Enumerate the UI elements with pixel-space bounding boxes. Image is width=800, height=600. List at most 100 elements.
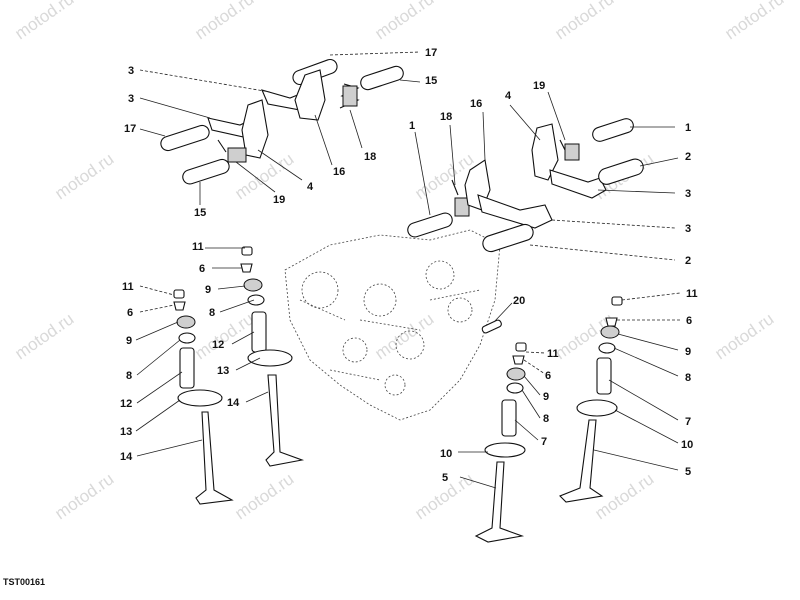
spring-retainer-9 [176,315,196,329]
callout-20: 20 [513,295,525,307]
watermark-text: motod.ru [11,0,77,43]
callout-4: 4 [307,181,314,193]
callout-6: 6 [545,370,551,382]
rocker-arm-3-middle [477,194,553,229]
callout-11: 11 [686,288,698,300]
valve-key-11 [515,342,527,352]
shim-13 [177,389,223,407]
callout-14: 14 [120,451,133,463]
valve-key-11 [241,246,253,256]
callout-4: 4 [505,90,512,102]
callout-8: 8 [126,370,132,382]
valve-seal-8 [598,342,616,354]
callout-7: 7 [685,416,691,428]
left-rocker-group [160,58,404,185]
callout-12: 12 [212,339,224,351]
valve-14 [195,411,234,505]
watermark-text: motod.ru [51,469,117,523]
rocker-arm-16-upper [294,69,326,121]
callout-13: 13 [217,365,229,377]
callout-16: 16 [333,166,345,178]
shim-10 [576,399,618,417]
watermark-text: motod.ru [711,309,777,363]
rocker-spring-18 [339,83,360,109]
callout-15: 15 [425,75,437,87]
rocker-shaft-17-lower [160,124,210,152]
rocker-shaft-1-middle [407,212,453,238]
callout-2: 2 [685,151,691,163]
valve-seal-8 [247,294,265,306]
callout-6: 6 [127,307,133,319]
callout-11: 11 [192,241,204,253]
callout-5: 5 [685,466,691,478]
callout-1: 1 [409,120,415,132]
callout-labels: 17 15 3 3 17 16 18 4 19 15 1 18 16 4 19 … [120,47,698,484]
callout-9: 9 [126,335,132,347]
valve-seal-8 [178,332,196,344]
shim-13 [247,349,293,367]
rocker-spring-19-left [217,139,247,163]
callout-10: 10 [681,439,693,451]
valve-assembly-right-2 [559,296,623,503]
watermark-text: motod.ru [371,0,437,43]
callout-18: 18 [364,151,376,163]
callout-8: 8 [209,307,215,319]
callout-7: 7 [541,436,547,448]
valve-guide-12 [179,347,195,389]
valve-seal-8 [506,382,524,394]
collet-6 [240,263,253,273]
rocker-shaft-1-right [592,118,634,142]
rocker-spring-18-right [451,179,470,217]
callout-6: 6 [686,315,692,327]
spring-retainer-9 [243,278,263,292]
callout-1: 1 [685,122,691,134]
dowel-pin-20 [481,319,502,334]
right-rocker-group [407,118,644,253]
callout-11: 11 [547,348,559,360]
rocker-arm-4-left [241,99,269,159]
collet-6 [173,301,186,311]
watermark-text: motod.ru [721,0,787,43]
rocker-spring-19-right [559,139,580,161]
rocker-shaft-2-middle [482,223,534,253]
shim-10 [484,442,526,458]
callout-17: 17 [425,47,437,59]
callout-11: 11 [122,281,134,293]
callout-9: 9 [205,284,211,296]
drawing-code-label: TST00161 [3,577,46,587]
cylinder-head-outline [284,229,501,421]
callout-5: 5 [442,472,448,484]
valve-guide-7 [596,357,612,395]
watermark-text: motod.ru [191,0,257,43]
callout-9: 9 [543,391,549,403]
spring-retainer-9 [506,367,526,381]
callout-15: 15 [194,207,206,219]
callout-10: 10 [440,448,452,460]
valve-guide-7 [501,399,517,437]
valve-guide-12 [251,311,267,353]
watermark-text: motod.ru [51,149,117,203]
valve-14 [265,374,305,467]
callout-14: 14 [227,397,240,409]
callout-19: 19 [533,80,545,92]
callout-8: 8 [685,372,691,384]
callout-16: 16 [470,98,482,110]
callout-6: 6 [199,263,205,275]
leader-lines [135,51,681,489]
watermark-text: motod.ru [11,309,77,363]
callout-17: 17 [124,123,136,135]
watermark-text: motod.ru [371,309,437,363]
callout-19: 19 [273,194,285,206]
callout-13: 13 [120,426,132,438]
callout-2: 2 [685,255,691,267]
callout-18: 18 [440,111,452,123]
watermark-text: motod.ru [191,309,257,363]
callout-8: 8 [543,413,549,425]
valve-key-11 [611,296,623,306]
callout-3: 3 [128,93,134,105]
collet-6 [605,317,618,327]
callout-9: 9 [685,346,691,358]
watermark-text: motod.ru [231,469,297,523]
rocker-shaft-15-upper [360,65,404,91]
watermark-text: motod.ru [551,0,617,43]
